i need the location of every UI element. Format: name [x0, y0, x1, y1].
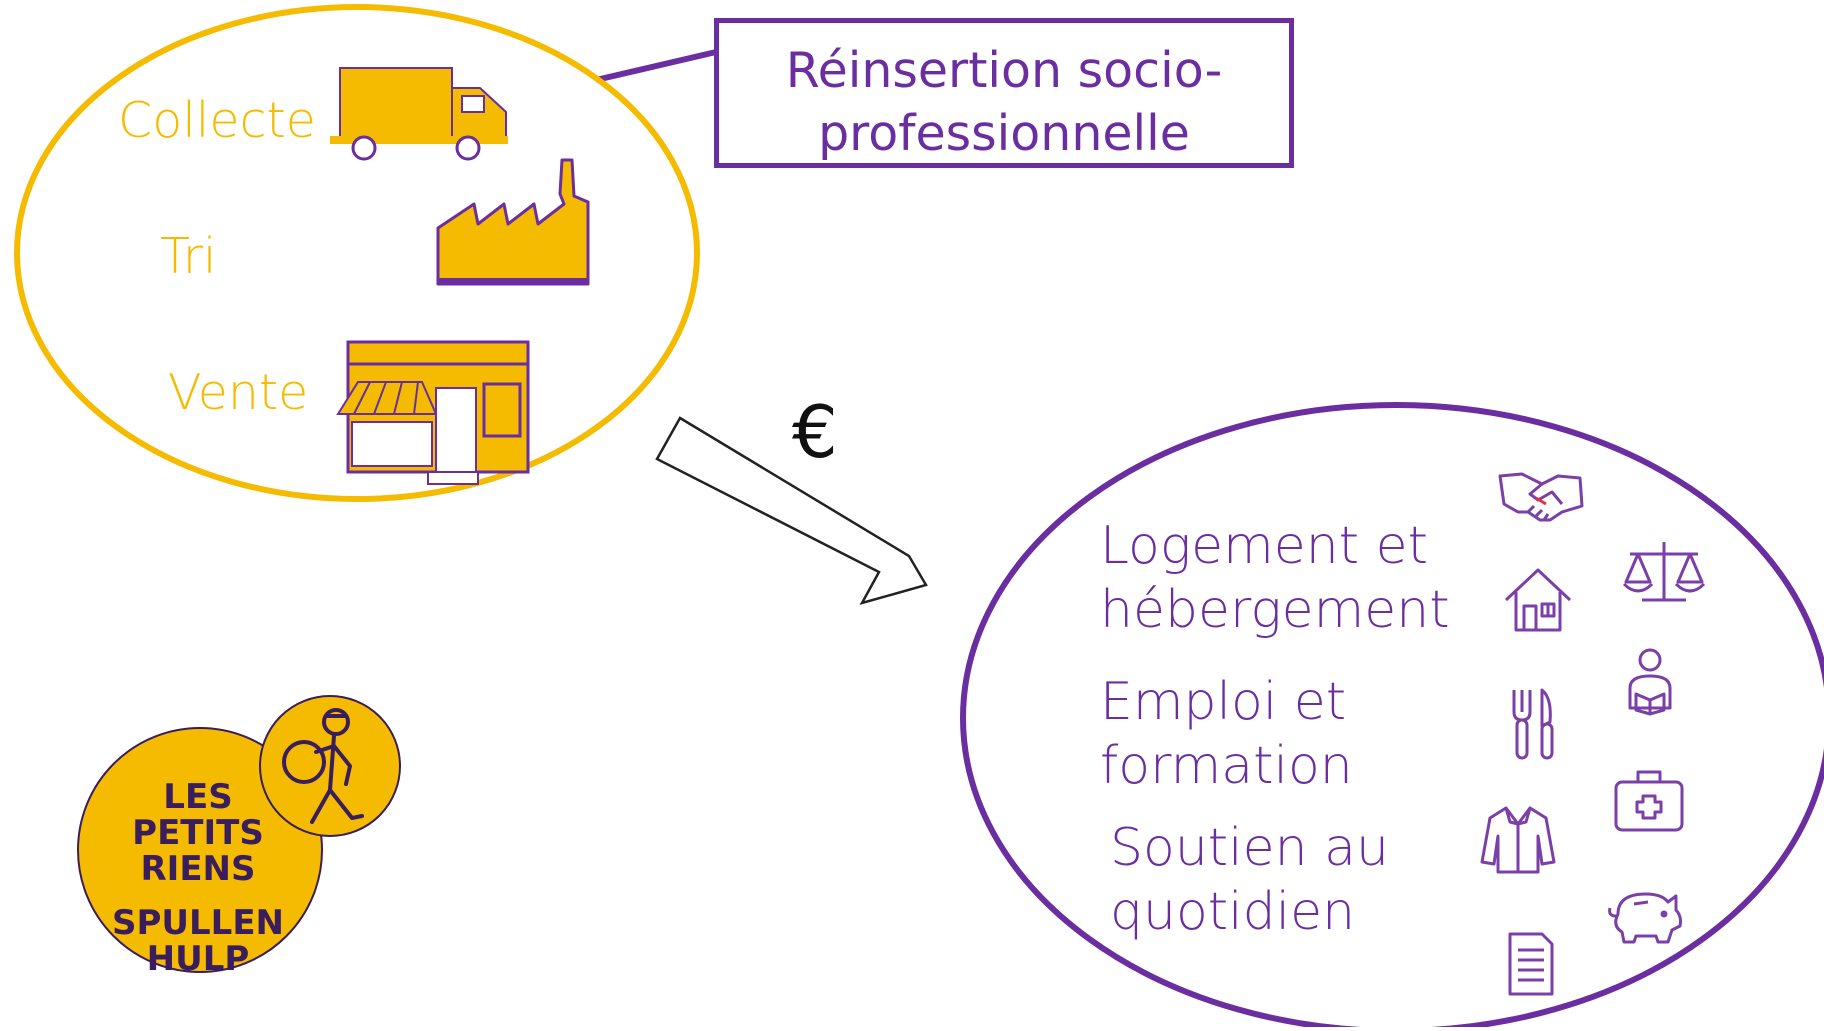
- handshake-icon: [1498, 472, 1584, 522]
- medical-kit-icon: [1614, 770, 1684, 832]
- scale-icon: [1622, 542, 1706, 602]
- document-icon: [1508, 932, 1554, 996]
- shirt-icon: [1480, 806, 1556, 874]
- service-logement-line-1: Logement et: [1100, 516, 1428, 576]
- logo-line-5: HULP: [147, 939, 250, 979]
- services-ellipse: [960, 402, 1824, 1031]
- truck-icon: [330, 67, 508, 161]
- house-icon: [1504, 568, 1572, 632]
- reinsertion-line-2: professionnelle: [818, 105, 1190, 162]
- service-emploi-line-2: formation: [1100, 736, 1353, 796]
- service-logement-line-2: hébergement: [1100, 580, 1450, 640]
- activities-ellipse: [14, 4, 700, 502]
- activity-vente-label: Vente: [168, 364, 309, 421]
- service-emploi-line-1: Emploi et: [1100, 672, 1347, 732]
- reinsertion-box: Réinsertion socio- professionnelle: [714, 18, 1294, 168]
- logo-line-2: PETITS: [132, 813, 264, 853]
- activity-tri-label: Tri: [160, 228, 217, 285]
- fork-knife-icon: [1512, 688, 1554, 760]
- les-petits-riens-logo: [77, 695, 401, 973]
- flow-arrow: [655, 416, 928, 606]
- reading-person-icon: [1628, 648, 1672, 716]
- shop-icon: [336, 340, 530, 485]
- connector-line: [595, 49, 717, 83]
- service-soutien-line-1: Soutien au: [1110, 818, 1389, 878]
- piggy-bank-icon: [1608, 892, 1682, 944]
- walking-man-icon: [282, 708, 364, 824]
- service-soutien-line-2: quotidien: [1110, 882, 1356, 942]
- reinsertion-text: Réinsertion socio- professionnelle: [719, 39, 1289, 165]
- logo-line-4: SPULLEN: [112, 903, 284, 943]
- activity-collecte-label: Collecte: [118, 92, 316, 149]
- logo-line-1: LES: [163, 777, 232, 817]
- factory-icon: [436, 158, 590, 286]
- logo-line-3: RIENS: [141, 849, 256, 889]
- reinsertion-line-1: Réinsertion socio-: [785, 42, 1223, 99]
- euro-symbol: €: [792, 390, 838, 474]
